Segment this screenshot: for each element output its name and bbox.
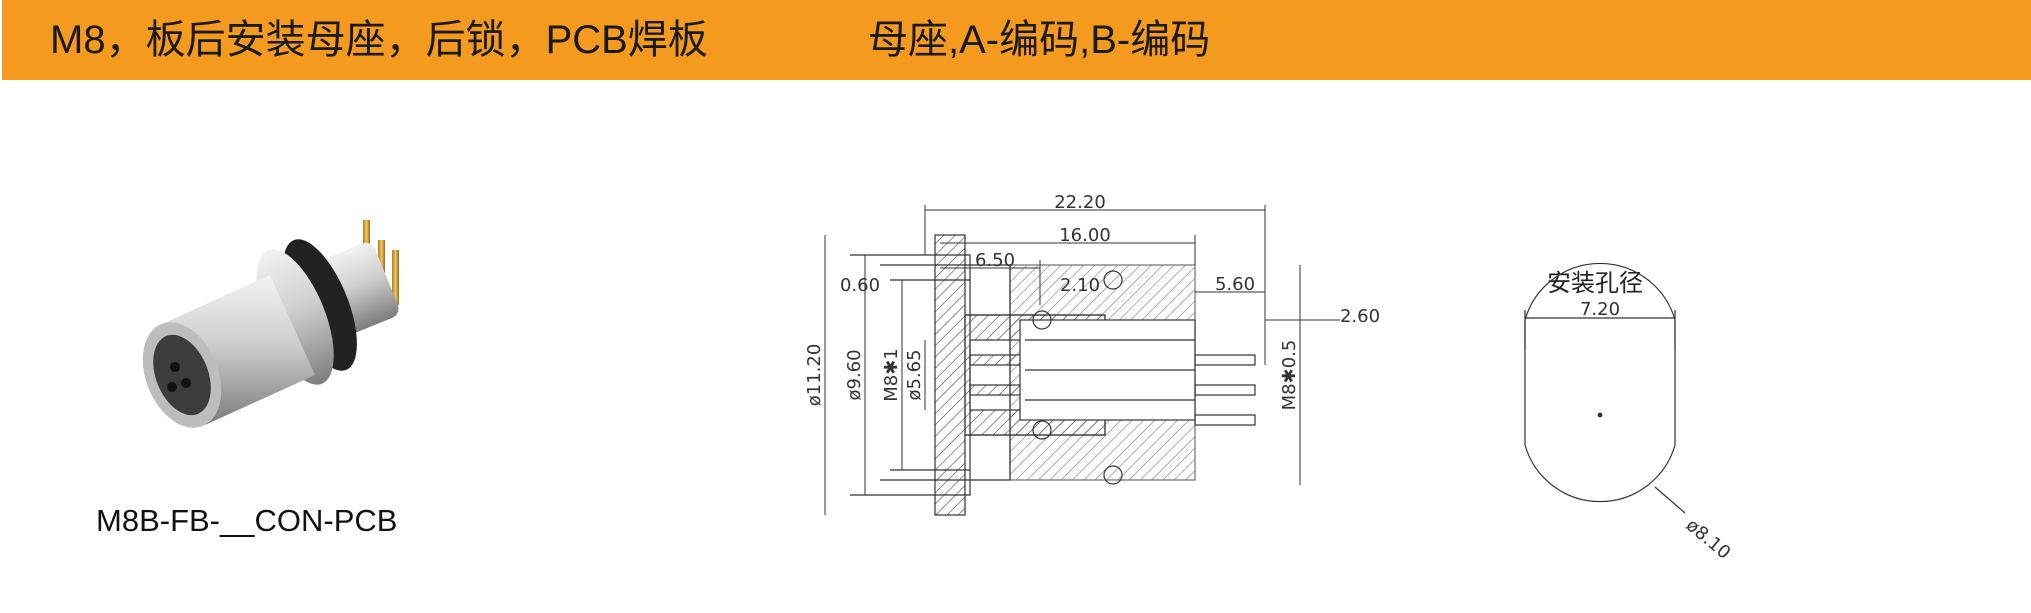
dim-insert-diameter: ø5.65: [904, 349, 925, 400]
connector-photo: [142, 220, 399, 428]
dim-flange-diameter: ø11.20: [804, 344, 825, 407]
mounting-hole-label: 安装孔径: [1547, 270, 1643, 297]
dim-body-length: 16.00: [1059, 225, 1111, 246]
technical-drawing: 22.20 16.00 6.50 0.60 2.10 5.60 2.60 ø11…: [804, 192, 1380, 516]
connector-section: [850, 234, 1256, 516]
hole-diameter: ø8.10: [1682, 515, 1735, 564]
dim-pin-extension: 5.60: [1215, 274, 1255, 295]
dim-front-length: 6.50: [975, 250, 1015, 271]
hole-flat-width: 7.20: [1580, 299, 1620, 320]
title-bar: [2, 0, 2031, 80]
dim-front-diameter: ø9.60: [844, 349, 865, 400]
product-subtitle: 母座,A-编码,B-编码: [868, 18, 1211, 62]
dim-overall-length: 22.20: [1054, 192, 1106, 213]
dim-socket-thread: M8✱1: [881, 348, 902, 402]
dim-groove: 2.10: [1060, 275, 1100, 296]
mounting-hole-diagram: 7.20 ø8.10: [1524, 262, 1734, 564]
dim-flange-offset: 0.60: [840, 275, 880, 296]
product-title: M8，板后安装母座，后锁，PCB焊板: [50, 18, 708, 62]
part-number: M8B-FB-__CON-PCB: [96, 503, 398, 538]
dim-pin-spacing: 2.60: [1340, 306, 1380, 327]
dim-rear-thread: M8✱0.5: [1279, 340, 1300, 411]
